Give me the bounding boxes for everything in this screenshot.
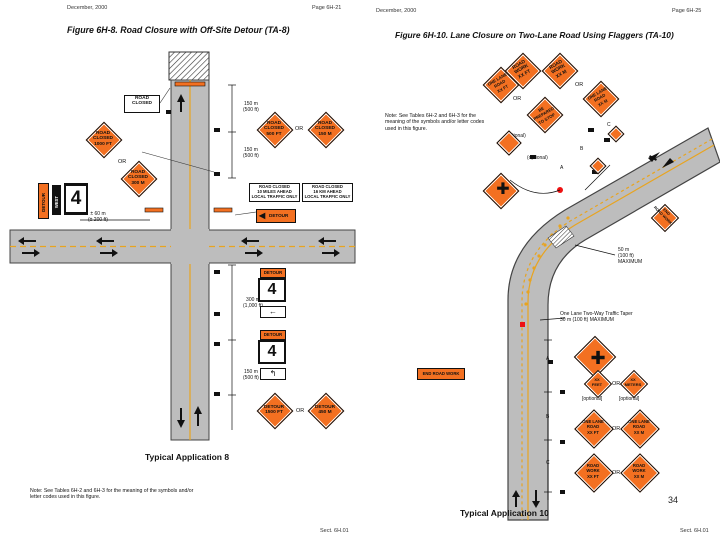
route-number: 4 bbox=[70, 188, 82, 209]
barricade bbox=[213, 207, 233, 213]
optional-label: [optional] bbox=[619, 396, 640, 402]
detour-vertical-label: DETOUR bbox=[41, 193, 46, 213]
road-closed-sign: ROAD CLOSED bbox=[124, 95, 160, 113]
detour-450m-text: DETOUR 450 M bbox=[314, 405, 336, 416]
letter-b: B bbox=[546, 414, 550, 420]
right-header-date: December, 2000 bbox=[376, 8, 417, 14]
optional-label: (optional) bbox=[527, 155, 548, 161]
left-page: December, 2000 Page 6H-21 Figure 6H-8. R… bbox=[9, 5, 356, 534]
dim-label: ± 60 m (± 200 ft) bbox=[88, 211, 108, 223]
end-road-work-sign: END ROAD WORK bbox=[417, 368, 465, 380]
or-label: OR bbox=[513, 96, 522, 102]
dim-label: 300 m (1,000 ft) bbox=[243, 297, 263, 309]
traffic-arrow-icon bbox=[18, 94, 340, 428]
taper-label: One Lane Two-Way Traffic Taper 30 m (100… bbox=[560, 311, 633, 323]
barricade bbox=[174, 81, 206, 87]
left-note: Note: See Tables 6H-2 and 6H-3 for the m… bbox=[30, 488, 194, 501]
road-closed-150m-text: ROAD CLOSED 150 M bbox=[315, 121, 335, 137]
route-4-shield: 4 bbox=[64, 183, 88, 215]
route-4-shield-1: 4 bbox=[258, 278, 286, 302]
route-4-shield-2: 4 bbox=[258, 340, 286, 364]
road-closed-300m-text: ROAD CLOSED 300 M bbox=[128, 170, 148, 186]
one-lane-road-m-text: ONE LANE ROAD XX M bbox=[628, 419, 650, 435]
route-number: 4 bbox=[267, 281, 277, 298]
or-label: OR bbox=[612, 381, 621, 387]
curved-road bbox=[507, 127, 720, 521]
right-note: Note: See Tables 6H-2 and 6H-3 for the m… bbox=[385, 113, 485, 132]
barricade bbox=[144, 207, 164, 213]
xx-feet-text: XX FEET bbox=[591, 377, 603, 388]
road-closed-ahead-km-sign: ROAD CLOSED 16 KM AHEAD LOCAL TRAFFIC ON… bbox=[302, 183, 353, 202]
detour-arrow-sign: ◀ DETOUR bbox=[256, 209, 296, 223]
flagger-icon bbox=[520, 322, 525, 327]
road-closed-500ft-text: ROAD CLOSED 500 FT bbox=[264, 121, 284, 137]
or-label: OR bbox=[295, 126, 304, 132]
or-label: OR bbox=[612, 426, 621, 432]
page-number: 34 bbox=[668, 495, 679, 505]
optional-label: [optional] bbox=[582, 396, 603, 402]
detour-sign-1: DETOUR bbox=[260, 268, 286, 278]
right-road-diagram bbox=[507, 127, 720, 521]
detour-1500ft-text: DETOUR 1500 FT bbox=[263, 405, 285, 416]
work-area bbox=[547, 225, 575, 249]
route-number: 4 bbox=[267, 343, 277, 360]
right-page: December, 2000 Page 6H-25 Figure 6H-10. … bbox=[360, 0, 720, 540]
dim-label-50m: 50 m (100 ft) MAXIMUM bbox=[618, 247, 643, 265]
arrow-left-icon: ◀ bbox=[259, 211, 266, 220]
left-header-page: Page 6H-21 bbox=[312, 5, 342, 11]
letter-a: A bbox=[546, 356, 550, 362]
left-typical-application: Typical Application 8 bbox=[145, 452, 230, 462]
road-closed-1000ft-text: ROAD CLOSED 1000 FT bbox=[93, 131, 113, 147]
flagger-icon: ✚ bbox=[496, 181, 510, 198]
left-road-diagram bbox=[9, 51, 356, 441]
or-label: OR bbox=[118, 159, 127, 165]
dim-label: 150 m (500 ft) bbox=[243, 369, 259, 381]
detour-sign-2: DETOUR bbox=[260, 330, 286, 340]
dim-label: 150 m (500 ft) bbox=[243, 147, 259, 159]
detour-vertical-sign: DETOUR bbox=[38, 183, 49, 219]
closure-hatched-area bbox=[168, 51, 210, 81]
road-closed-ahead-miles-sign: ROAD CLOSED 10 MILES AHEAD LOCAL TRAFFIC… bbox=[249, 183, 300, 202]
left-header-date: December, 2000 bbox=[67, 5, 108, 11]
west-vertical-label: WEST bbox=[54, 196, 59, 209]
xx-meters-text: XX METERS bbox=[624, 377, 642, 388]
right-header-page: Page 6H-25 bbox=[672, 8, 702, 14]
letter-a-top: A bbox=[560, 165, 564, 171]
letter-c-top: C bbox=[607, 122, 611, 128]
dim-label: 150 m (500 ft) bbox=[243, 101, 259, 113]
left-footer: Sect. 6H.01 bbox=[320, 528, 349, 534]
or-label: OR bbox=[296, 408, 305, 414]
detour-arrow-label: DETOUR bbox=[269, 213, 289, 218]
letter-c: C bbox=[546, 460, 550, 466]
letter-b-top: B bbox=[580, 146, 584, 152]
or-label: OR bbox=[612, 470, 621, 476]
right-typical-application: Typical Application 10 bbox=[460, 508, 549, 518]
arrow-turn-left-icon: ↰ bbox=[260, 368, 286, 380]
west-vertical-sign: WEST bbox=[52, 185, 61, 215]
left-figure-title: Figure 6H-8. Road Closure with Off-Site … bbox=[67, 25, 290, 35]
right-figure-title: Figure 6H-10. Lane Closure on Two-Lane R… bbox=[395, 30, 674, 40]
road-work-xxm-text: ROAD WORK XX M bbox=[632, 463, 646, 479]
arrow-left-icon: ← bbox=[260, 306, 286, 318]
one-lane-road-ft-text: ONE LANE ROAD XX FT bbox=[582, 419, 604, 435]
right-footer: Sect. 6H.01 bbox=[680, 528, 709, 534]
road-work-xxft-text: ROAD WORK XX FT bbox=[586, 463, 600, 479]
or-label: OR bbox=[575, 82, 584, 88]
flagger-icon: ✚ bbox=[590, 348, 606, 368]
